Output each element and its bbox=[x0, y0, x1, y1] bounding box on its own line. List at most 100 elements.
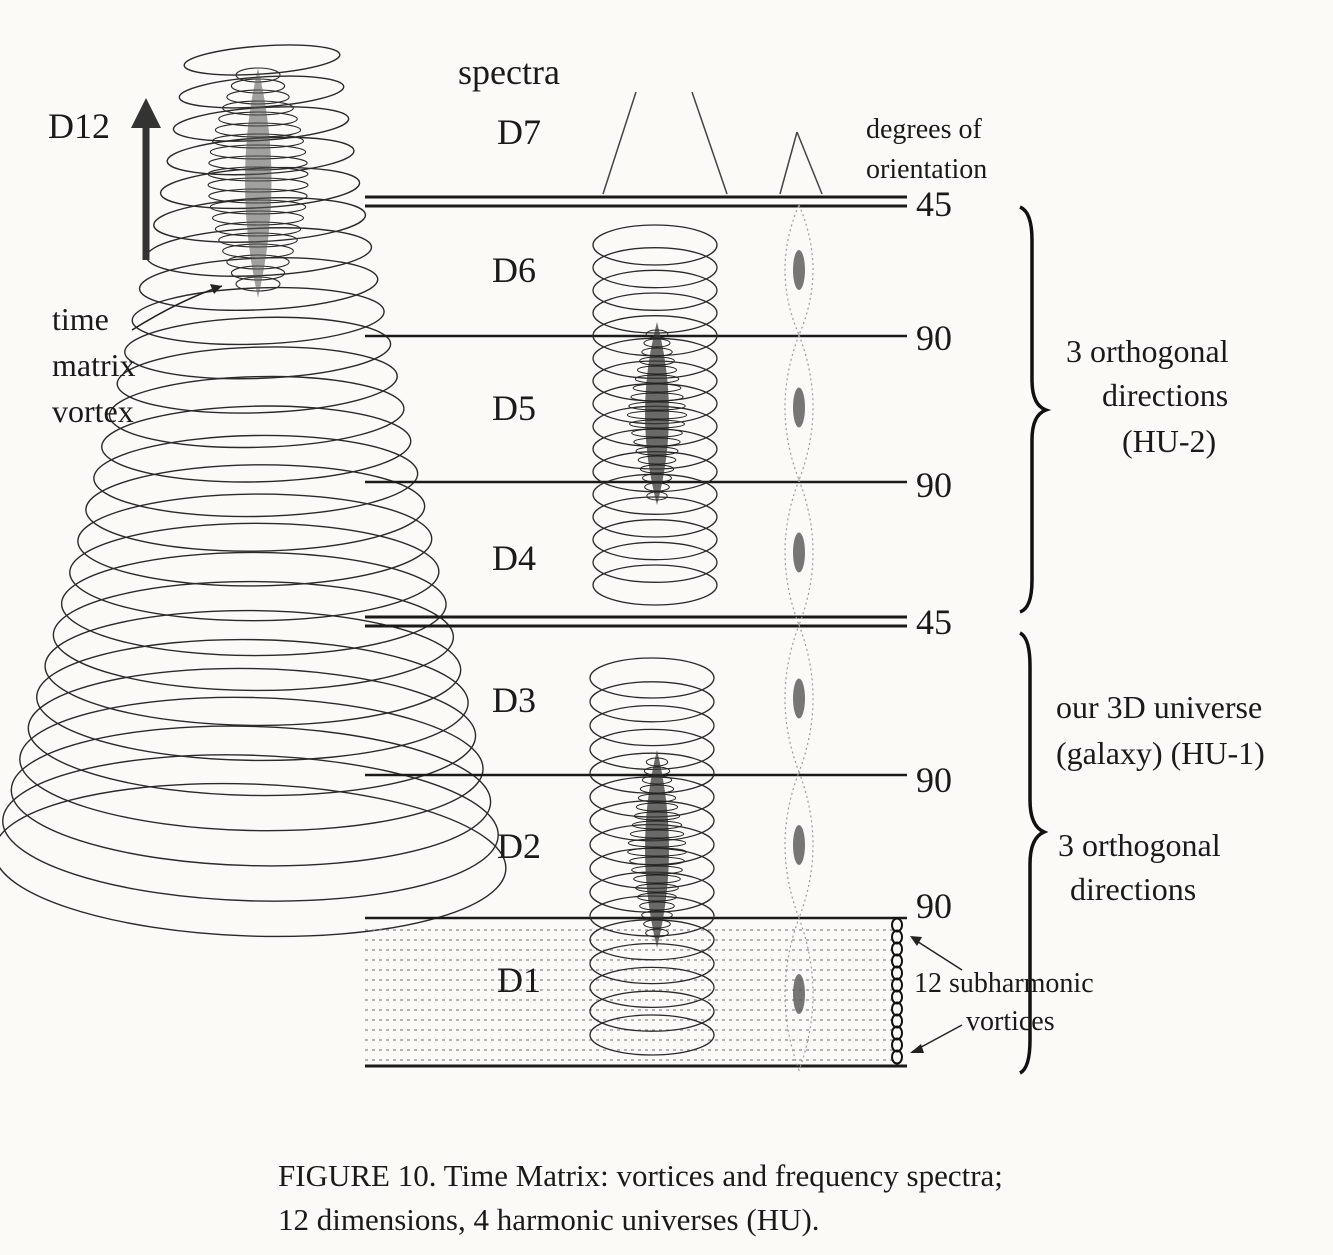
mid-vortex-inner-ring bbox=[630, 392, 684, 402]
dimension-label-d2: D2 bbox=[497, 826, 541, 866]
mid-vortex-spindle bbox=[645, 322, 669, 505]
mid-vortex-inner-ring bbox=[635, 802, 679, 812]
d1-dotted-band bbox=[365, 929, 895, 1061]
degree-label-45-top: 45 bbox=[916, 184, 952, 224]
frequency-spectra-column bbox=[784, 203, 814, 1072]
d12-label: D12 bbox=[48, 106, 110, 146]
vortex-ring bbox=[124, 316, 392, 380]
spectra-cone bbox=[602, 91, 823, 195]
vortex-ring bbox=[19, 696, 484, 832]
mid-vortex-inner-ring bbox=[641, 347, 673, 357]
vortex-ring bbox=[183, 44, 341, 76]
mid-vortex-inner-ring bbox=[627, 847, 687, 857]
dimension-label-d3: D3 bbox=[492, 680, 536, 720]
hu2-line-2: directions bbox=[1102, 377, 1228, 413]
spectra-core bbox=[793, 250, 805, 290]
vortex-ring bbox=[36, 638, 469, 762]
mid-vortex-inner-ring bbox=[633, 874, 681, 884]
vortex-ring bbox=[60, 551, 447, 657]
mid-vortex-inner-ring bbox=[629, 419, 685, 429]
spectra-dotted-lobe bbox=[784, 203, 814, 337]
mid-vortex-ring bbox=[589, 657, 715, 699]
mid-vortex-inner-ring bbox=[643, 919, 671, 929]
mid-vortex-ring bbox=[592, 269, 718, 311]
mid-vortex-inner-ring bbox=[639, 464, 675, 474]
mid-vortex-inner-ring bbox=[631, 820, 683, 830]
mid-vortex-inner-ring bbox=[633, 437, 681, 447]
vortex-ring bbox=[108, 375, 405, 449]
vortex-label: vortex bbox=[52, 393, 134, 429]
vortex-ring bbox=[69, 522, 440, 622]
hu1-line-2: (galaxy) (HU-1) bbox=[1056, 735, 1265, 771]
subharmonic-vortices-chain bbox=[891, 917, 903, 1065]
mid-vortex-ring bbox=[592, 292, 718, 334]
hu1-line-3: 3 orthogonal bbox=[1058, 827, 1221, 863]
mid-vortex-inner-ring bbox=[643, 766, 671, 776]
vortex-ring bbox=[85, 464, 426, 552]
hu2-brace bbox=[1019, 205, 1052, 614]
caption-line-2: 12 dimensions, 4 harmonic universes (HU)… bbox=[278, 1202, 820, 1237]
degree-label-45-mid: 45 bbox=[916, 602, 952, 642]
time-matrix-vortex bbox=[0, 44, 507, 938]
mid-vortex-ring bbox=[589, 966, 715, 1009]
mid-vortex-inner-ring bbox=[639, 356, 675, 366]
mid-vortex-ring bbox=[592, 496, 718, 538]
subharmonic-line-2: vortices bbox=[966, 1006, 1055, 1037]
dimension-label-d6: D6 bbox=[492, 250, 536, 290]
mid-vortex-ring bbox=[592, 224, 718, 266]
mid-vortex-ring bbox=[589, 704, 715, 747]
spectra-dotted-lobe bbox=[784, 770, 814, 920]
vortex-ring bbox=[101, 405, 412, 483]
mid-vortex-inner-ring bbox=[644, 482, 670, 492]
annotation-arrows bbox=[131, 284, 963, 1053]
mid-vortex-inner-ring bbox=[639, 901, 675, 911]
mid-vortex-inner-ring bbox=[641, 910, 673, 920]
dimension-vortices bbox=[589, 224, 718, 1056]
degree-label-90-d5d4: 90 bbox=[916, 465, 952, 505]
mid-vortex-inner-ring bbox=[631, 428, 683, 438]
dimension-label-d4: D4 bbox=[492, 538, 536, 578]
vortex-ring bbox=[2, 754, 499, 902]
hu1-brace bbox=[1019, 631, 1049, 1075]
hu1-line-4: directions bbox=[1070, 871, 1196, 907]
spectra-label: spectra bbox=[458, 52, 560, 92]
time-label: time bbox=[52, 301, 109, 337]
orientation-label: orientation bbox=[866, 154, 987, 185]
spectra-core bbox=[793, 825, 805, 865]
mid-vortex-inner-ring bbox=[636, 365, 678, 375]
subharmonic-ring bbox=[891, 1049, 903, 1065]
mid-vortex-inner-ring bbox=[637, 455, 677, 465]
hu2-line-3: (HU-2) bbox=[1122, 423, 1216, 459]
mid-vortex-inner-ring bbox=[629, 856, 685, 866]
mid-vortex-inner-ring bbox=[637, 793, 677, 803]
spectra-dotted-lobe bbox=[784, 478, 814, 627]
mid-vortex-inner-ring bbox=[629, 829, 685, 839]
dimension-label-d7: D7 bbox=[497, 112, 541, 152]
dimension-boundaries bbox=[365, 195, 907, 1068]
degree-label-90-d3d2: 90 bbox=[916, 760, 952, 800]
mid-vortex-inner-ring bbox=[639, 784, 675, 794]
mid-vortex-ring bbox=[589, 1014, 715, 1056]
vortex-ring bbox=[0, 782, 507, 938]
mid-vortex-inner-ring bbox=[641, 775, 673, 785]
mid-vortex-ring bbox=[592, 541, 718, 583]
mid-vortex-inner-ring bbox=[633, 811, 681, 821]
mid-vortex-inner-ring bbox=[643, 338, 671, 348]
mid-vortex-inner-ring bbox=[626, 410, 688, 420]
hu2-line-1: 3 orthogonal bbox=[1066, 333, 1229, 369]
mid-vortex-inner-ring bbox=[642, 473, 672, 483]
mid-vortex-spindle bbox=[645, 750, 669, 948]
matrix-label: matrix bbox=[52, 347, 136, 383]
mid-vortex-ring bbox=[589, 681, 715, 723]
spectra-core bbox=[793, 532, 805, 573]
vortex-ring bbox=[93, 434, 419, 518]
dimension-label-d1: D1 bbox=[497, 960, 541, 1000]
mid-vortex-inner-ring bbox=[635, 446, 679, 456]
mid-vortex-ring bbox=[589, 990, 715, 1032]
mid-vortex-inner-ring bbox=[645, 928, 669, 938]
mid-vortex-ring bbox=[589, 942, 715, 985]
mid-vortex-inner-ring bbox=[634, 374, 680, 384]
mid-vortex-ring bbox=[592, 247, 718, 289]
